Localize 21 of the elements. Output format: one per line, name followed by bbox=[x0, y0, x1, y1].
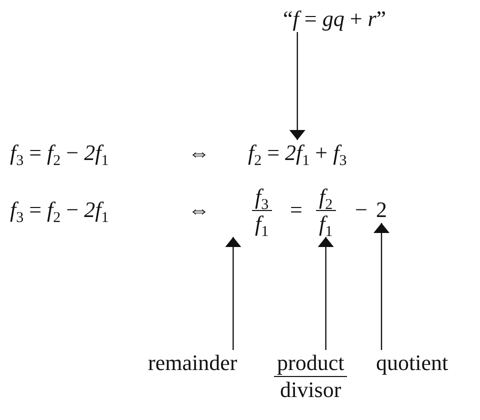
arrow bbox=[374, 223, 390, 350]
arrow bbox=[289, 32, 306, 140]
equation-text: f$_{2}$ = 2f$_{1}$ + f$_{3}$ bbox=[248, 140, 347, 166]
term-text: product bbox=[274, 350, 348, 377]
fraction-numerator: f$_{2}$ bbox=[316, 184, 336, 211]
equation-text: f$_{3}$ = f$_{2}$ − 2f$_{1}$ bbox=[10, 140, 109, 166]
fraction-denominator: f$_{1}$ bbox=[254, 211, 270, 237]
term-text: quotient bbox=[376, 350, 448, 376]
term-text: divisor bbox=[279, 377, 342, 403]
fraction-numerator: f$_{3}$ bbox=[252, 184, 272, 211]
equals-sign: = bbox=[290, 197, 302, 223]
minus-sign: − bbox=[355, 197, 368, 223]
fraction-denominator: f$_{1}$ bbox=[318, 211, 334, 237]
arrow bbox=[225, 237, 242, 350]
equivalence-symbol: ⇔ bbox=[188, 140, 210, 166]
formula-text: “f = gq + r” bbox=[283, 6, 386, 32]
equivalence-symbol: ⇔ bbox=[188, 197, 210, 223]
equation-text: f$_{3}$ = f$_{2}$ − 2f$_{1}$ bbox=[10, 197, 109, 223]
term-text: remainder bbox=[148, 350, 238, 376]
arrow bbox=[318, 237, 334, 350]
number-text: 2 bbox=[376, 197, 387, 223]
